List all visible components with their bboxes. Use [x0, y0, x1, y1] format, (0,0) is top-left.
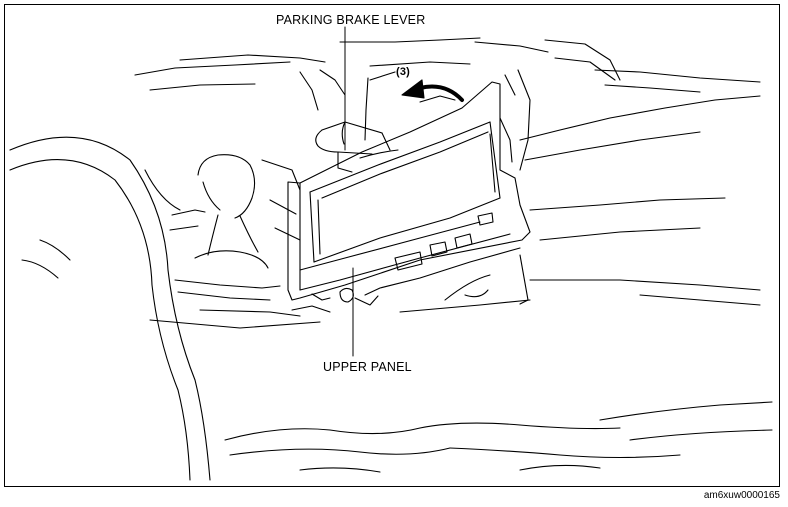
figure-code: am6xuw0000165 — [703, 490, 780, 501]
shift-lever-outline — [145, 155, 300, 300]
figure-frame — [4, 4, 780, 487]
parking-brake-lever-label: PARKING BRAKE LEVER — [276, 13, 426, 27]
step-number-label: (3) — [396, 66, 411, 78]
dashboard-outline — [135, 38, 760, 305]
upper-panel-label: UPPER PANEL — [323, 360, 412, 374]
steering-wheel-outline — [10, 137, 210, 480]
rotation-arrow — [402, 80, 462, 100]
upper-panel-outline — [288, 82, 530, 312]
floor-outline — [225, 402, 772, 472]
console-outline — [150, 255, 530, 328]
